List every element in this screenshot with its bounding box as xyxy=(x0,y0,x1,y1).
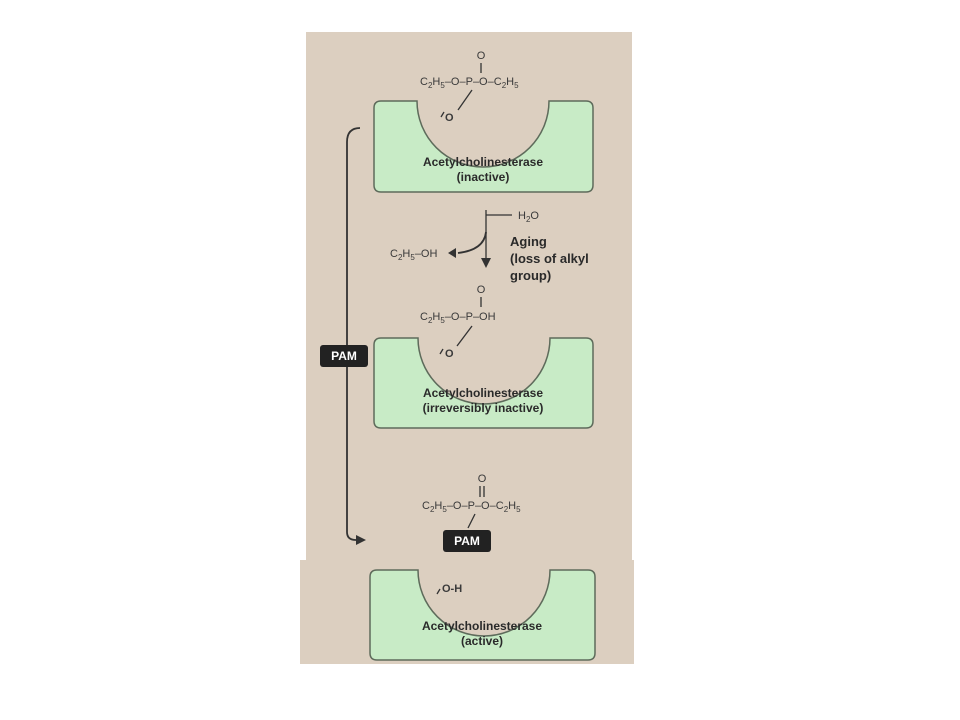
enzyme-inactive-shape xyxy=(373,100,594,193)
enzyme-state-2: (irreversibly inactive) xyxy=(423,401,544,415)
pam-bracket-line xyxy=(346,127,361,541)
serine-oxygen-1: O xyxy=(445,112,454,124)
enzyme-state-4: (active) xyxy=(461,634,503,648)
phosphoryl-oxygen-1: O xyxy=(477,50,486,62)
pam-bracket-arrowhead xyxy=(356,535,366,545)
aged-phosphate-formula: C2H5–O–P–OH xyxy=(420,311,496,325)
released-phosphate-formula: C2H5–O–P–O–C2H5 xyxy=(422,500,521,514)
aging-label-line2: (loss of alkyl xyxy=(510,251,589,266)
enzyme-name-1: Acetylcholinesterase xyxy=(423,155,543,169)
organophosphate-formula-1: C2H5–O–P–O–C2H5 xyxy=(420,76,519,90)
pam-side-label: PAM xyxy=(331,349,357,363)
serine-stub-4 xyxy=(436,588,441,595)
enzyme-irreversible-shape xyxy=(373,337,594,429)
p-pam-bond xyxy=(467,513,476,529)
serine-stub-1 xyxy=(440,111,445,118)
serine-hydroxyl: O-H xyxy=(442,583,462,595)
phosphoryl-oxygen-2: O xyxy=(477,284,486,296)
ethanol-out-curve xyxy=(457,231,487,254)
enzyme-name-2: Acetylcholinesterase xyxy=(423,386,543,400)
serine-stub-2 xyxy=(439,348,444,355)
p-o-bond-2 xyxy=(456,325,473,347)
water-label: H2O xyxy=(518,210,539,224)
aging-label-line1: Aging xyxy=(510,234,547,249)
serine-oxygen-2: O xyxy=(445,348,454,360)
p-o-bond-1 xyxy=(457,89,473,111)
enzyme-name-4: Acetylcholinesterase xyxy=(422,619,542,633)
phosphoryl-oxygen-3: O xyxy=(478,473,487,485)
pam-side-badge xyxy=(320,345,368,367)
aging-label-line3: group) xyxy=(510,268,551,283)
enzyme-state-1: (inactive) xyxy=(457,170,510,184)
enzyme-active-shape xyxy=(369,569,596,661)
ethanol-out-arrowhead xyxy=(448,248,456,258)
pam-bound-label: PAM xyxy=(454,534,480,548)
ethanol-label: C2H5–OH xyxy=(390,248,437,262)
pam-bound-badge xyxy=(443,530,491,552)
aging-arrow-head xyxy=(481,258,491,268)
